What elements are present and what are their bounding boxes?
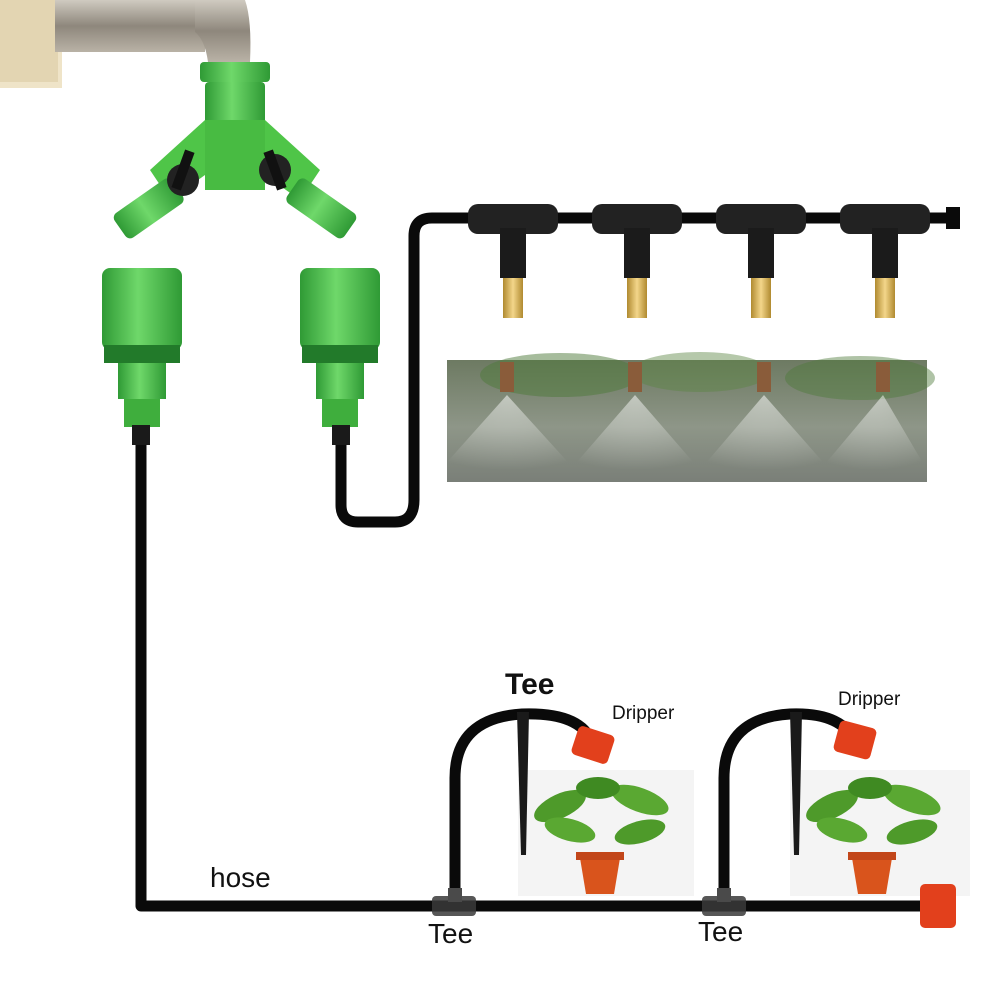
hose-label: hose	[210, 862, 271, 893]
dripper-icon	[833, 720, 877, 760]
spray-cone	[570, 362, 700, 470]
mist-nozzle-icon	[716, 204, 806, 318]
dripper-label-right: Dripper	[838, 689, 901, 710]
tee-label-top: Tee	[505, 668, 555, 701]
mist-nozzle-icon	[468, 204, 558, 318]
tee-connector-icon	[702, 888, 746, 916]
quick-connector-icon	[300, 268, 380, 427]
dripper-icon	[920, 884, 956, 928]
dripper-label-left: Dripper	[612, 703, 675, 724]
spray-cone	[700, 362, 830, 470]
tee-label-right: Tee	[698, 916, 744, 947]
tee-label-left: Tee	[428, 918, 474, 949]
faucet-icon	[0, 0, 251, 88]
tee-connector-icon	[432, 888, 476, 916]
potted-plant-icon	[790, 770, 970, 896]
stake-icon	[790, 712, 802, 855]
hose-fitting	[332, 425, 350, 445]
hose-fitting	[132, 425, 150, 445]
dripper-icon	[571, 726, 615, 764]
mist-nozzle-icon	[840, 204, 930, 318]
y-splitter-icon	[113, 62, 357, 239]
potted-plant-icon	[518, 770, 694, 896]
quick-connector-icon	[102, 268, 182, 427]
mist-nozzle-icon	[592, 204, 682, 318]
mist-spray-photo	[440, 352, 935, 482]
stake-icon	[517, 712, 529, 855]
spray-cone	[820, 362, 927, 470]
end-plug	[946, 207, 960, 229]
spray-cone	[440, 362, 575, 470]
